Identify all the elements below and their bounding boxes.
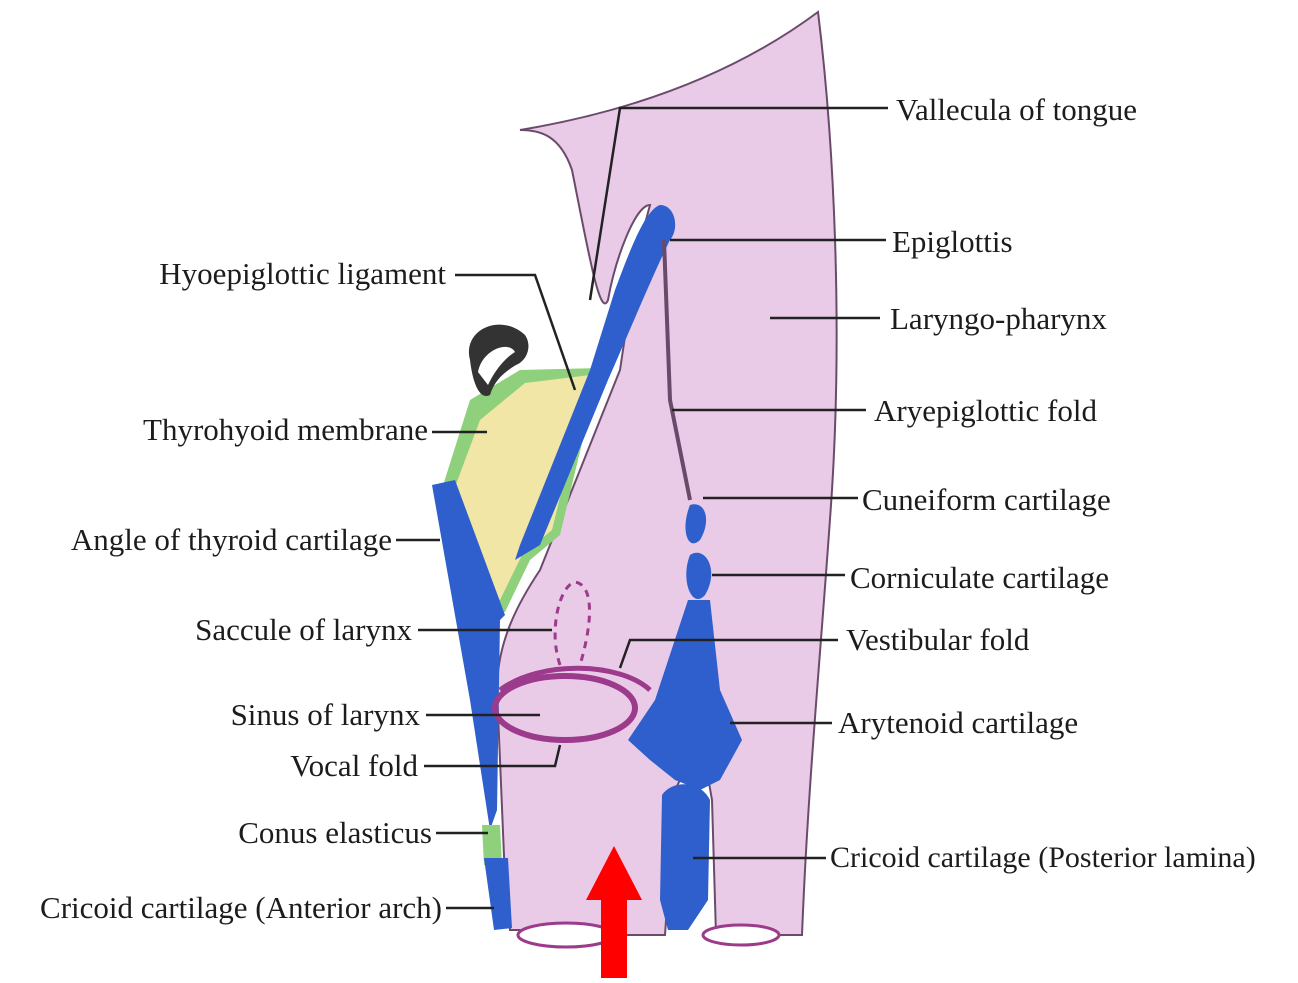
- label-angle-of-thyroid-cartilage: Angle of thyroid cartilage: [71, 524, 392, 555]
- label-epiglottis: Epiglottis: [892, 226, 1013, 257]
- label-thyrohyoid-membrane: Thyrohyoid membrane: [143, 414, 428, 445]
- bottom-ring-right: [703, 925, 779, 945]
- label-hyoepiglottic-ligament: Hyoepiglottic ligament: [159, 258, 446, 289]
- label-conus-elasticus: Conus elasticus: [238, 817, 432, 848]
- bottom-ring-left: [518, 923, 614, 947]
- label-laryngo-pharynx: Laryngo-pharynx: [890, 303, 1107, 334]
- label-vallecula-of-tongue: Vallecula of tongue: [896, 94, 1137, 125]
- label-cricoid-anterior-arch: Cricoid cartilage (Anterior arch): [40, 892, 442, 923]
- label-vocal-fold: Vocal fold: [290, 750, 418, 781]
- label-aryepiglottic-fold: Aryepiglottic fold: [874, 395, 1097, 426]
- label-sinus-of-larynx: Sinus of larynx: [231, 699, 420, 730]
- label-corniculate-cartilage: Corniculate cartilage: [850, 562, 1109, 593]
- label-saccule-of-larynx: Saccule of larynx: [195, 614, 412, 645]
- label-vestibular-fold: Vestibular fold: [846, 624, 1029, 655]
- label-cuneiform-cartilage: Cuneiform cartilage: [862, 484, 1111, 515]
- arrow-shaft: [601, 900, 627, 978]
- cricoid-anterior-shape: [484, 858, 512, 930]
- label-arytenoid-cartilage: Arytenoid cartilage: [838, 707, 1078, 738]
- label-cricoid-posterior-lamina: Cricoid cartilage (Posterior lamina): [830, 843, 1256, 873]
